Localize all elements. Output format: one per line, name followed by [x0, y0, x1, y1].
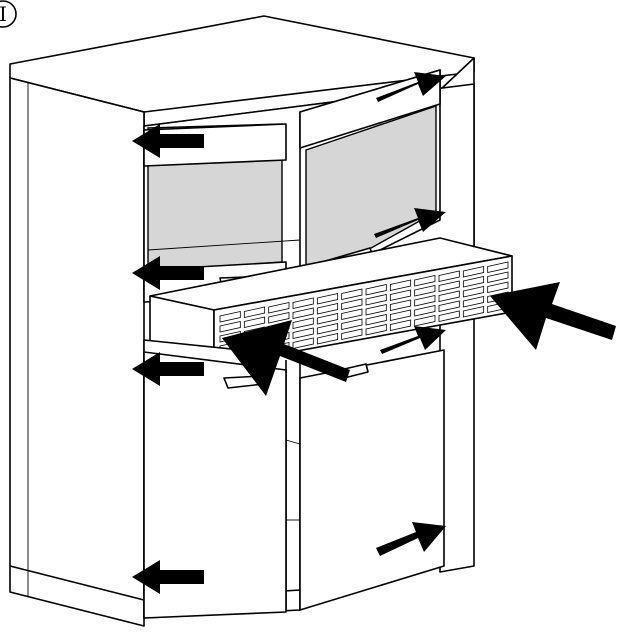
drawer-grid-cell — [389, 309, 412, 321]
drawer-grid-cell — [438, 300, 460, 312]
drawer-grid-cell — [316, 293, 339, 305]
drawer-grid-cell — [438, 310, 460, 322]
drawer-grid-cell — [389, 289, 412, 301]
upper-right-glass-door — [299, 69, 441, 291]
drawer-grid-cell — [316, 303, 339, 315]
drawer-grid-cell — [365, 314, 387, 326]
drawer-grid-cell — [389, 319, 412, 331]
left-side-panel — [9, 77, 145, 627]
drawer-grid-cell — [462, 276, 485, 288]
drawer-grid-cell — [438, 290, 460, 302]
arrow-right-top — [376, 72, 446, 102]
drawer-grid-cell — [341, 318, 363, 330]
drawer-grid-cell — [462, 266, 485, 278]
step-marker: I — [0, 0, 17, 28]
drawer-grid-cell — [365, 304, 387, 316]
drawer-grid-cell — [365, 324, 387, 336]
drawer-grid-cell — [316, 333, 339, 345]
drawer-grid-cell — [365, 294, 387, 306]
drawer-grid-cell — [487, 271, 509, 283]
arrow-right-drawer — [380, 326, 446, 354]
drawer-grid-cell — [243, 306, 266, 318]
drawer-grid-cell — [438, 280, 460, 292]
drawer-grid-cell — [316, 323, 339, 335]
arrow-drawer-pull-large — [222, 320, 350, 396]
arrow-right-upper-door — [374, 208, 446, 238]
drawer-grid-cell — [462, 306, 485, 318]
drawer-grid-cell — [316, 313, 339, 325]
drawer-grid-cell — [341, 288, 363, 300]
drawer-grid-cell — [292, 327, 314, 339]
step-number: I — [0, 2, 7, 26]
drawer-grid-cell — [341, 298, 363, 310]
arrow-drawer-push-large — [490, 282, 616, 350]
drawer-grid-cell — [462, 286, 485, 298]
lower-left-door — [143, 351, 287, 619]
drawer-grid-cell — [292, 307, 314, 319]
drawer-grid-cell — [414, 295, 436, 307]
drawer-grid-cell — [341, 328, 363, 340]
arrow-left-middle — [132, 256, 204, 290]
drawer-grid-cell — [292, 317, 314, 329]
lower-right-door — [299, 349, 445, 611]
direction-arrows — [132, 72, 616, 594]
arrow-right-lower-door — [376, 522, 446, 556]
drawer-grid-cell — [219, 311, 241, 323]
arrow-left-lower — [132, 352, 204, 386]
drawer-grid-cell — [389, 299, 412, 311]
drawer-grid-cell — [292, 297, 314, 309]
drawer-grid-cell — [219, 321, 241, 333]
arrow-left-upper — [132, 124, 204, 158]
drawer-grid-cell — [243, 316, 266, 328]
drawer-grid-cell — [462, 296, 485, 308]
arrow-left-bottom — [132, 560, 204, 594]
drawer-grid-cell — [487, 261, 509, 273]
drawer-grid-cell — [389, 279, 412, 291]
drawer-grid-cell — [438, 270, 460, 282]
drawer-grid-cell — [268, 312, 290, 324]
drawer-grid-cell — [414, 285, 436, 297]
drawer-grid-cell — [414, 305, 436, 317]
drawer-grid-cell — [292, 337, 314, 349]
drawer-grid-cell — [487, 281, 509, 293]
drawer-grid-cell — [268, 302, 290, 314]
drawer-grid-cell — [341, 308, 363, 320]
drawer-grid-cell — [414, 275, 436, 287]
drawer-grid-cell — [414, 315, 436, 327]
drawer-grid-cell — [365, 284, 387, 296]
